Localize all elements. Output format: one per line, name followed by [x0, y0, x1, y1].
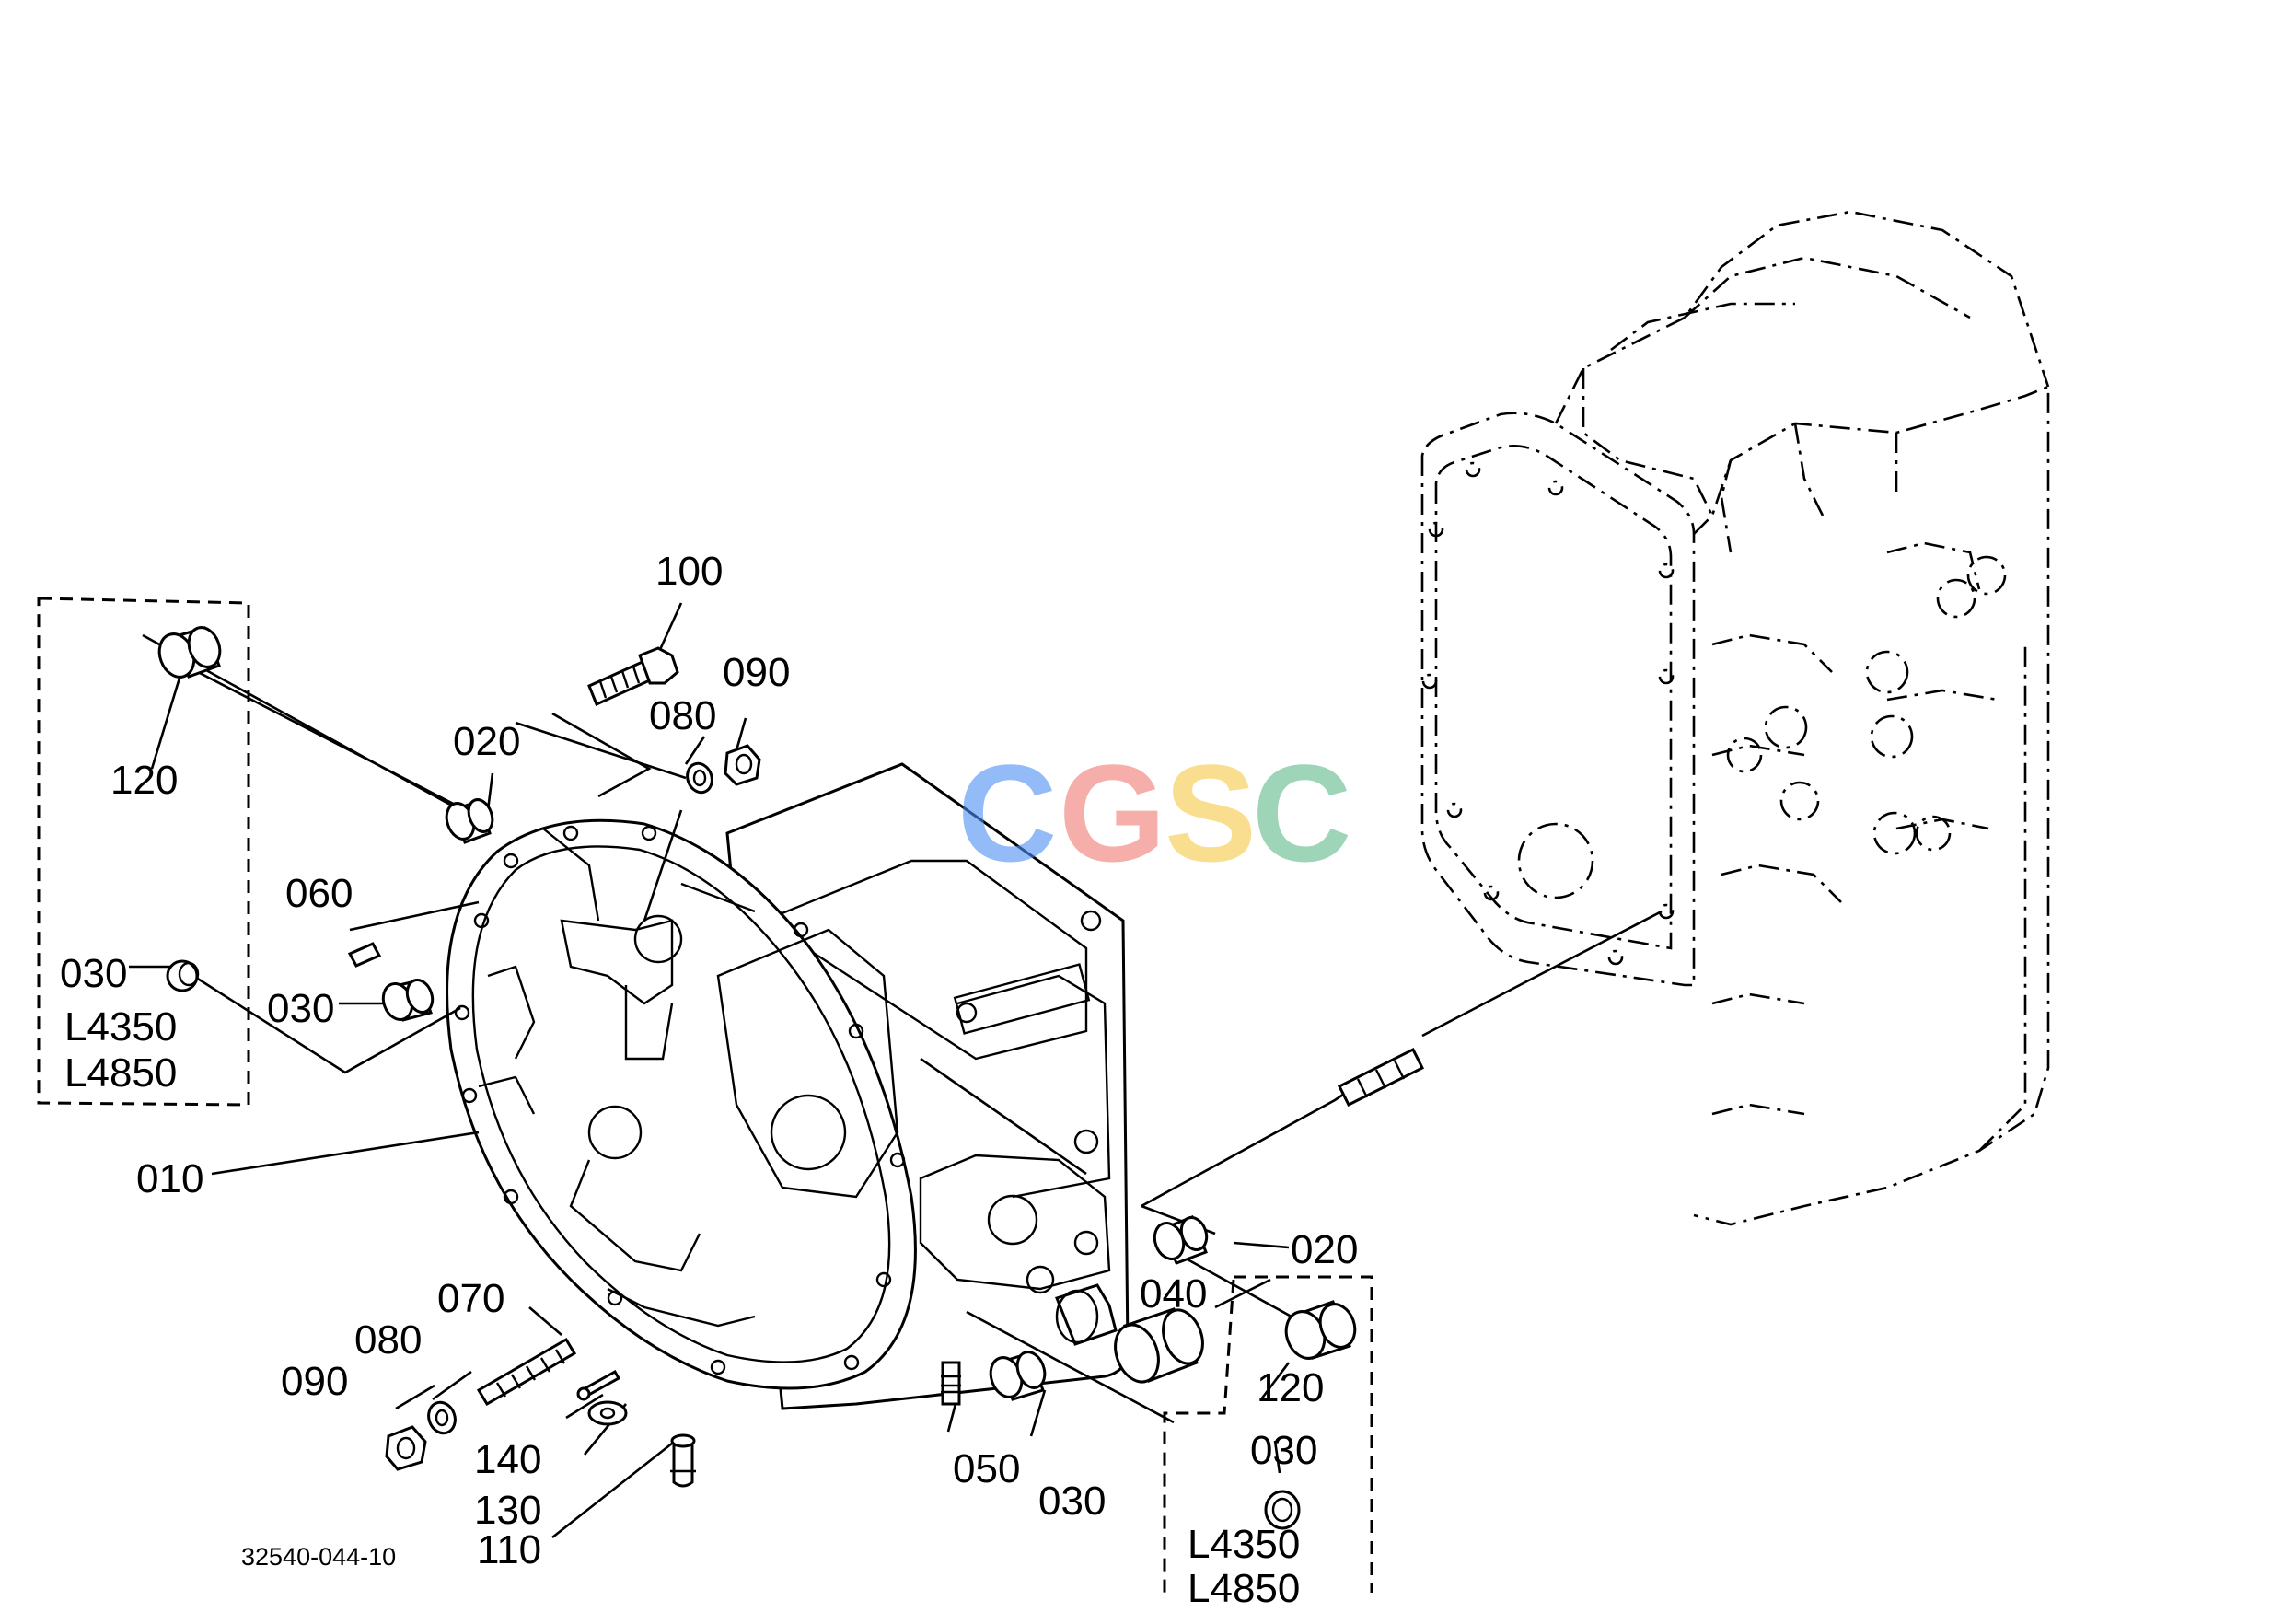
label-model-right-1: L4350 [1188, 1522, 1300, 1567]
label-020-top: 020 [453, 719, 520, 764]
label-090-bottom: 090 [281, 1359, 348, 1404]
label-040: 040 [1140, 1271, 1207, 1317]
label-140: 140 [474, 1437, 541, 1482]
label-130: 130 [474, 1488, 541, 1533]
part-050-fitting [941, 1361, 961, 1406]
label-120-top: 120 [110, 758, 178, 803]
part-030-bottom [989, 1351, 1047, 1401]
part-100-bolt [587, 646, 679, 707]
label-030-bottom: 030 [1038, 1479, 1106, 1524]
drawing-code: 32540-044-10 [241, 1543, 396, 1571]
label-080-top: 080 [649, 693, 716, 738]
part-030-right-box [1264, 1490, 1301, 1530]
group-box-right [1163, 1275, 1373, 1593]
label-030-right-box: 030 [1250, 1428, 1317, 1473]
part-stud-right [1337, 1047, 1425, 1108]
part-140-pin [576, 1369, 621, 1401]
label-060: 060 [285, 871, 353, 916]
part-040-seal [1114, 1307, 1204, 1384]
watermark-letter-2: G [1059, 736, 1166, 890]
label-100: 100 [655, 549, 723, 594]
group-box-left [37, 597, 250, 1107]
part-110-dowel [670, 1433, 696, 1488]
label-model-left-1: L4350 [64, 1004, 177, 1050]
part-080-washer-bottom [427, 1400, 457, 1435]
part-labels: 100 090 080 020 120 060 030 030 L4350 L4… [60, 549, 1358, 1611]
label-090-top: 090 [723, 650, 790, 695]
clutch-housing-010 [446, 762, 1130, 1410]
label-030-left: 030 [60, 951, 127, 996]
part-120-top [157, 626, 222, 679]
watermark: C G S C [957, 736, 1351, 890]
label-050: 050 [953, 1446, 1020, 1491]
part-120-right [1284, 1300, 1357, 1360]
label-model-right-2: L4850 [1188, 1566, 1300, 1611]
label-110: 110 [477, 1527, 541, 1572]
transmission-case-rear [1420, 210, 2050, 1226]
part-090-nut-top [724, 744, 761, 786]
part-070-stud [476, 1337, 577, 1407]
part-020-right [1153, 1215, 1209, 1265]
label-030-mid: 030 [267, 986, 334, 1031]
watermark-letter-3: S [1165, 736, 1257, 890]
watermark-letter-1: C [957, 736, 1057, 890]
part-080-washer-top [686, 761, 713, 795]
part-090-nut-bottom [385, 1425, 427, 1471]
label-model-left-2: L4850 [64, 1050, 177, 1096]
part-060-pin [347, 942, 382, 968]
label-010: 010 [136, 1156, 203, 1201]
part-020-top [445, 798, 494, 844]
label-080-bottom: 080 [354, 1317, 422, 1363]
label-120-right: 120 [1257, 1365, 1324, 1410]
part-030-left [166, 959, 200, 992]
part-030-mid [381, 979, 435, 1022]
watermark-letter-4: C [1252, 736, 1351, 890]
part-130-washer [587, 1400, 628, 1426]
label-020-right: 020 [1291, 1227, 1358, 1272]
label-070: 070 [437, 1276, 504, 1321]
